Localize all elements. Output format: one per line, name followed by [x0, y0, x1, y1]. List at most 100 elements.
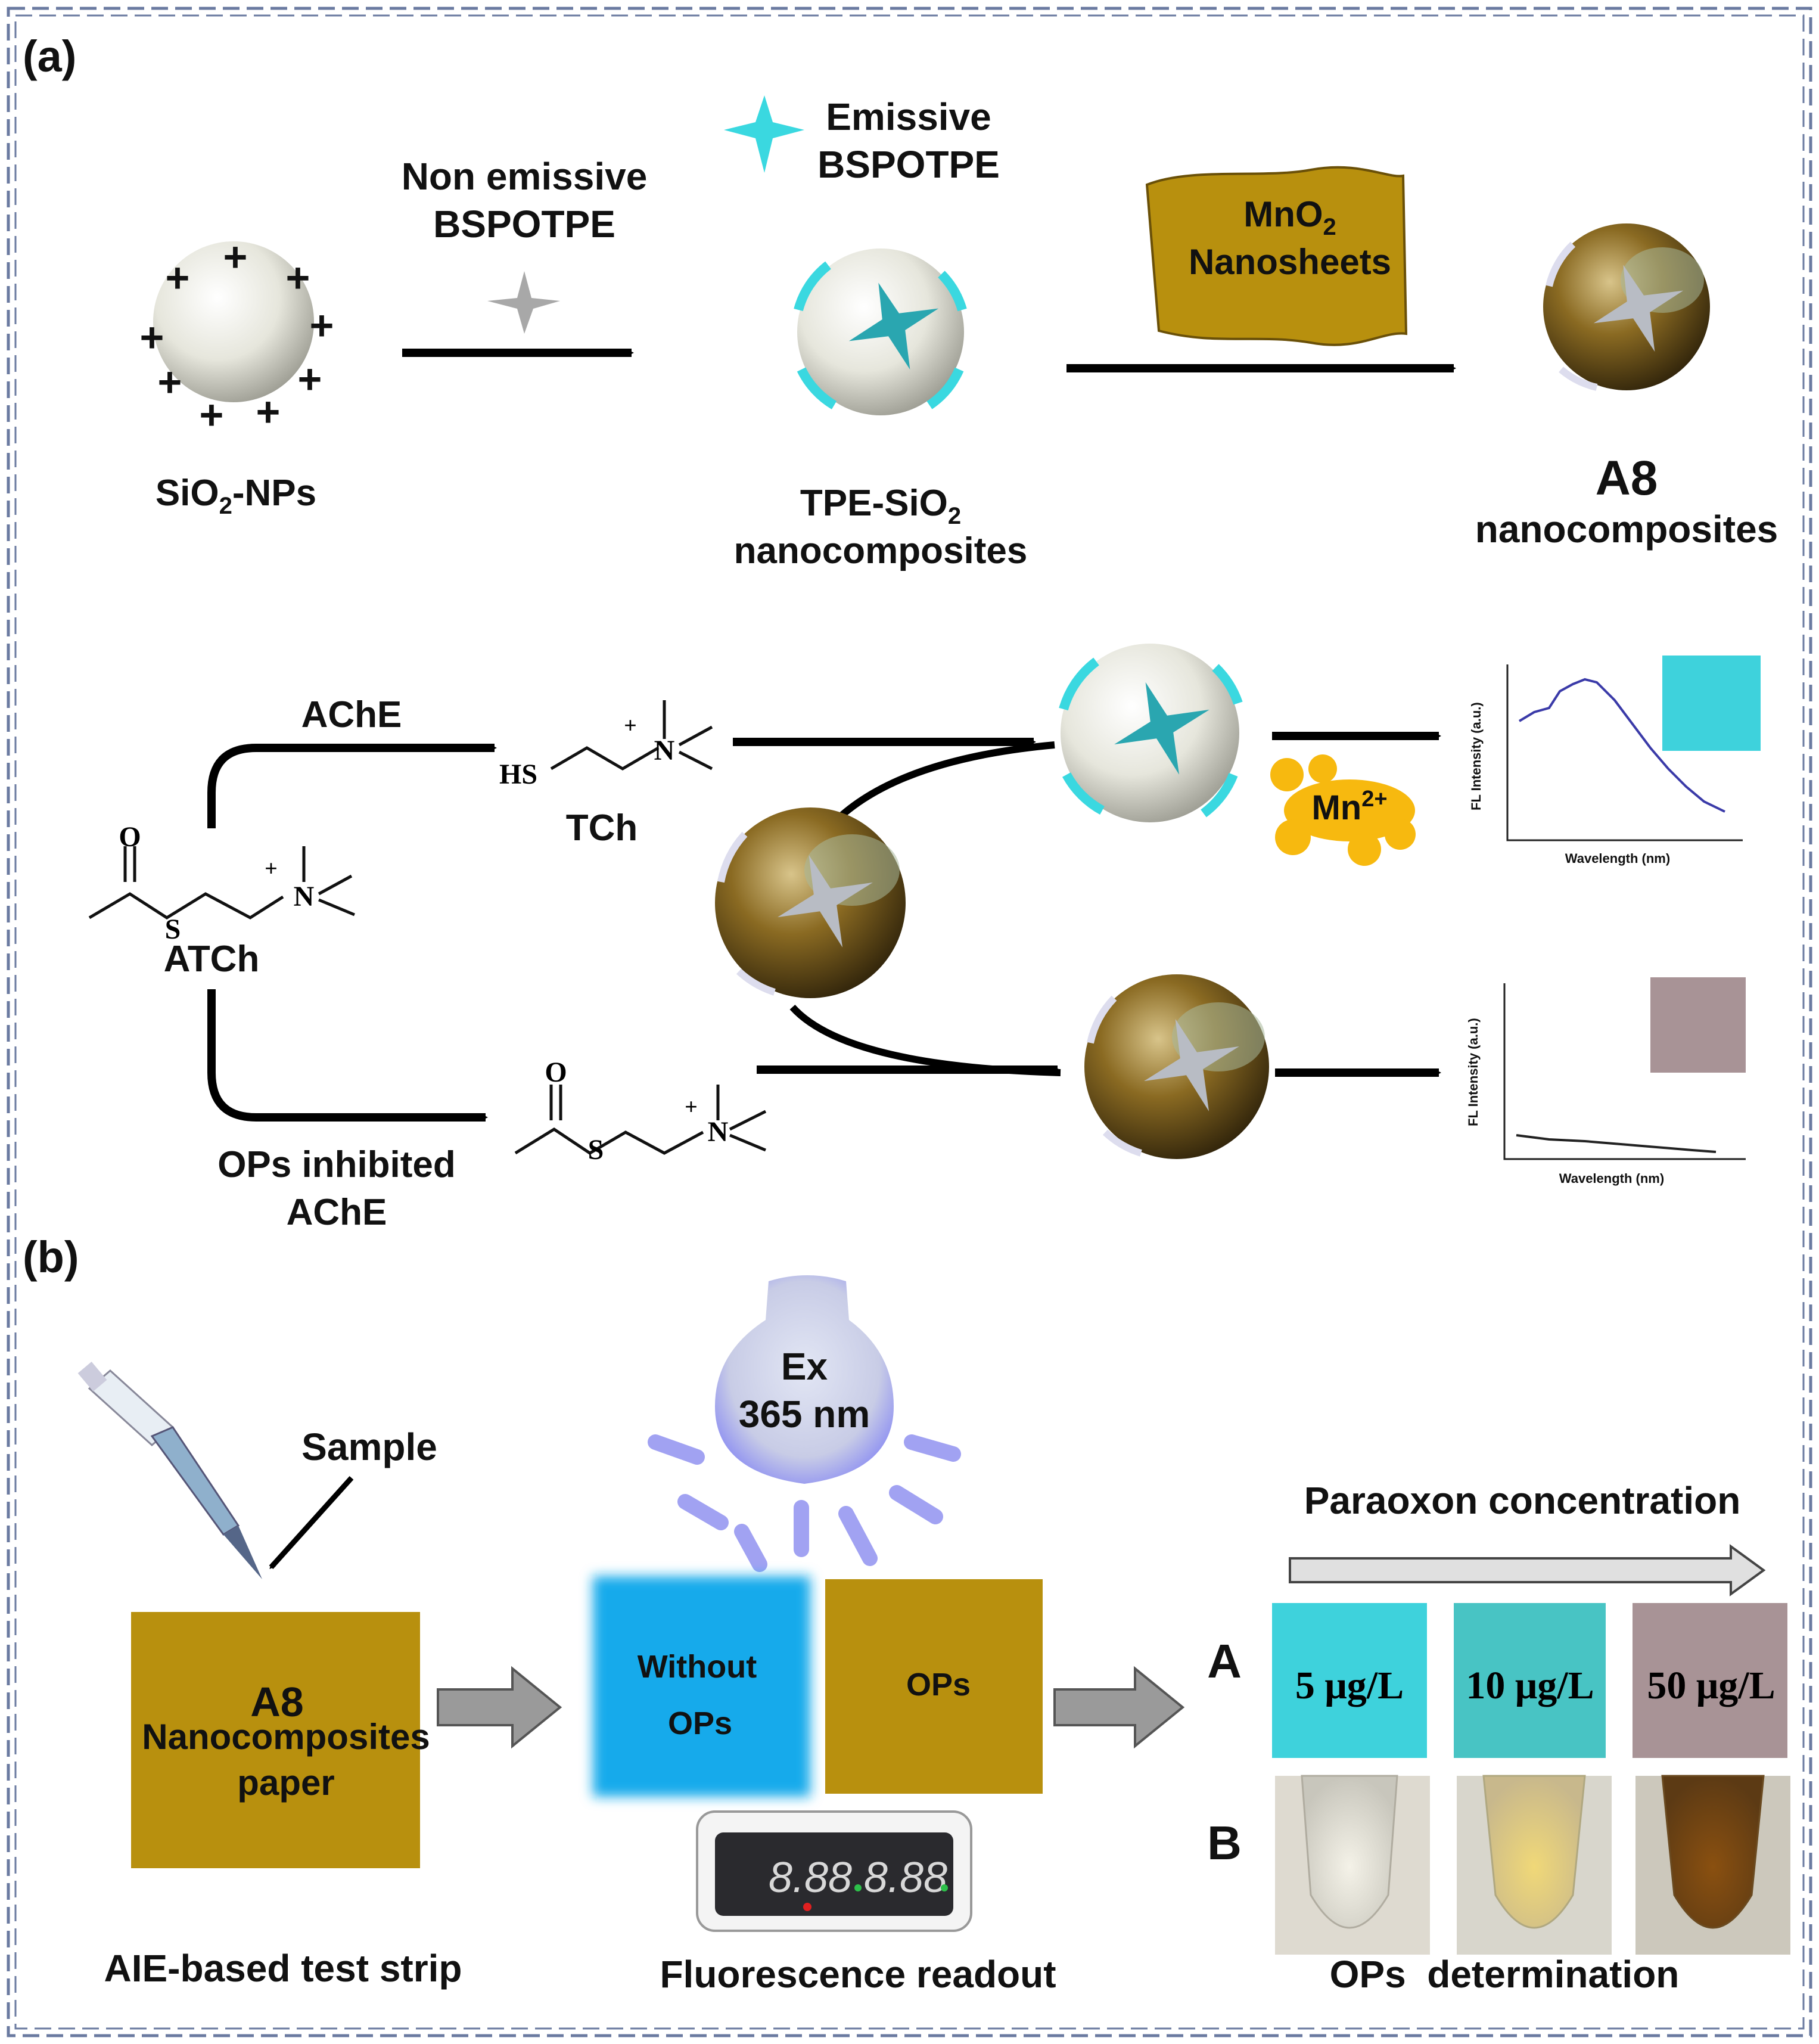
- non-emissive-label-2: BSPOTPE: [433, 203, 615, 246]
- mn-ion-label: Mn2+: [1311, 787, 1387, 827]
- tile-5: [1272, 1603, 1427, 1758]
- conc-label-10: 10 μg/L: [1466, 1664, 1594, 1707]
- cyan-star-icon: [724, 95, 804, 173]
- spectrum-high: FL Intensity (a.u.) Wavelength (nm): [1469, 656, 1761, 866]
- display-value-1: 8.88: [769, 1854, 852, 1902]
- paraoxon-arrow: [1289, 1544, 1766, 1596]
- emissive-label-2: BSPOTPE: [817, 143, 1000, 186]
- atch2-nitrogen: N: [708, 1116, 729, 1148]
- tpe-sio2-nanocomposite: [794, 248, 967, 415]
- spectrum-low-curve: [1516, 1134, 1717, 1153]
- caption-ops-determination: OPs determination: [1330, 1953, 1680, 1996]
- svg-text:+: +: [310, 302, 334, 349]
- mn-ion-blob: [1270, 754, 1416, 866]
- block-arrow-1: [437, 1666, 562, 1749]
- tpe-sio2-label-1: TPE-SiO2: [800, 483, 961, 529]
- tile-50: [1633, 1603, 1787, 1758]
- atch-oxygen: O: [119, 821, 141, 853]
- paper-label-3: paper: [237, 1763, 334, 1803]
- a8-nanocomposite: [1543, 223, 1710, 391]
- a8-label-2: nanocomposites: [1475, 508, 1778, 551]
- curve-lower: [789, 1004, 1061, 1076]
- tch-structure: [550, 700, 713, 771]
- tch-charge: +: [624, 713, 637, 738]
- mno2-nanosheet: MnO2 Nanosheets: [1145, 166, 1408, 346]
- ache-label: AChE: [301, 694, 402, 735]
- fluorometer-device: 8.88 8.88: [696, 1810, 972, 1932]
- row-a-label: A: [1207, 1635, 1242, 1688]
- tube-10: [1457, 1775, 1612, 1955]
- tile-10: [1454, 1603, 1606, 1758]
- without-ops-label-1: Without: [638, 1649, 757, 1685]
- atch-structure: [88, 846, 355, 920]
- a8-paper: [131, 1612, 420, 1868]
- svg-text:+: +: [166, 254, 190, 301]
- a8-label-1: A8: [1596, 451, 1658, 505]
- panel-b-label: (b): [23, 1232, 79, 1282]
- conc-label-5: 5 μg/L: [1295, 1664, 1404, 1707]
- ops-square: [825, 1579, 1043, 1794]
- spectrum-low: FL Intensity (a.u.) Wavelength (nm): [1466, 977, 1746, 1186]
- sio2-nanoparticle: + + + + + + + + +: [140, 234, 334, 438]
- atch2-charge: +: [685, 1095, 698, 1120]
- without-ops-square: [593, 1576, 810, 1797]
- arrow-sample: [269, 1475, 354, 1570]
- atch2-sulfur: S: [588, 1134, 604, 1166]
- block-arrow-2: [1053, 1666, 1185, 1749]
- tch-hs: HS: [499, 759, 537, 790]
- ops-square-label: OPs: [906, 1667, 971, 1703]
- positive-charges: + + + + + + + + +: [140, 234, 334, 438]
- outer-border: [7, 7, 1812, 2037]
- arrow-ops-branch: [207, 989, 488, 1122]
- ex-label-2: 365 nm: [739, 1393, 870, 1436]
- spectrum-low-xlabel: Wavelength (nm): [1559, 1171, 1664, 1186]
- sample-label: Sample: [301, 1425, 437, 1468]
- spectrum-low-ylabel: FL Intensity (a.u.): [1466, 1018, 1481, 1126]
- a8-nanocomposite-intact: [1084, 974, 1269, 1159]
- uv-lamp-icon: [648, 1275, 961, 1572]
- a8-nanocomposite-middle: [715, 807, 906, 998]
- caption-fluorescence: Fluorescence readout: [660, 1953, 1056, 1996]
- display-value-2: 8.88: [864, 1854, 947, 1902]
- ops-inhibited-label-2: AChE: [287, 1192, 387, 1233]
- tpe-sio2-label-2: nanocomposites: [734, 530, 1028, 571]
- tube-5: [1275, 1775, 1430, 1955]
- spectrum-high-photo: [1662, 656, 1761, 751]
- spectrum-high-ylabel: FL Intensity (a.u.): [1469, 702, 1484, 810]
- mno2-label-1: MnO2: [1243, 194, 1336, 240]
- spectrum-low-photo: [1650, 977, 1746, 1073]
- svg-text:+: +: [298, 356, 322, 402]
- tch-label: TCh: [566, 807, 638, 849]
- conc-label-50: 50 μg/L: [1647, 1664, 1775, 1707]
- paper-label-2: Nanocomposites: [142, 1717, 430, 1757]
- grey-star-icon: [487, 271, 560, 334]
- atch-nitrogen: N: [294, 881, 315, 912]
- tpe-sio2-released: [1059, 644, 1243, 822]
- atch-charge: +: [265, 856, 278, 881]
- arrow-ache-branch: [207, 744, 497, 828]
- emissive-label-1: Emissive: [826, 95, 991, 138]
- atch-sulfur: S: [165, 914, 181, 945]
- caption-test-strip: AIE-based test strip: [104, 1947, 462, 1990]
- atch-label: ATCh: [164, 939, 260, 980]
- mno2-label-2: Nanosheets: [1189, 242, 1391, 282]
- atch2-oxygen: O: [545, 1057, 567, 1088]
- spectrum-high-curve: [1518, 678, 1725, 813]
- ops-inhibited-label-1: OPs inhibited: [217, 1144, 456, 1185]
- sio2-label: SiO2-NPs: [156, 473, 316, 519]
- ex-label-1: Ex: [781, 1345, 828, 1388]
- svg-text:+: +: [158, 359, 182, 405]
- svg-text:+: +: [223, 234, 248, 280]
- svg-text:+: +: [140, 314, 164, 361]
- svg-text:+: +: [200, 392, 224, 438]
- without-ops-label-2: OPs: [668, 1706, 732, 1741]
- row-b-label: B: [1207, 1816, 1242, 1869]
- svg-text:+: +: [286, 254, 310, 301]
- atch-unreacted-structure: [514, 1085, 767, 1155]
- panel-a-label: (a): [23, 32, 76, 81]
- paper-label-1: A8: [250, 1679, 303, 1725]
- inner-border: [14, 14, 1805, 2030]
- tch-nitrogen: N: [654, 735, 675, 766]
- non-emissive-label-1: Non emissive: [402, 155, 648, 198]
